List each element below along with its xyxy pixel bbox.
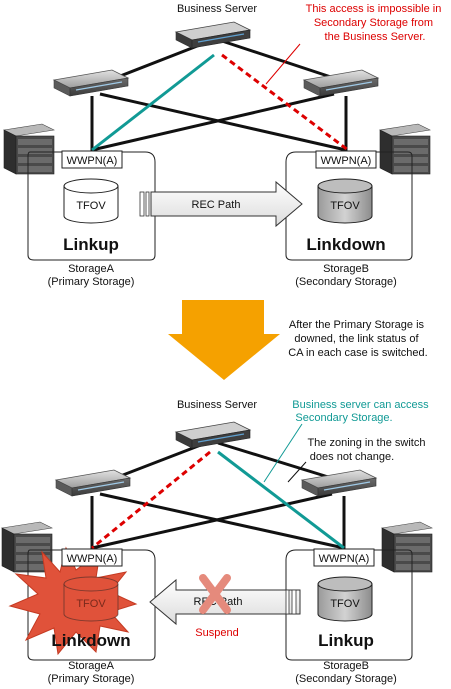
bottom-status-a: Linkdown	[51, 631, 130, 650]
bottom-business-server-icon	[175, 421, 251, 449]
top-note: This access is impossible in Secondary S…	[306, 3, 445, 43]
bottom-storage-b-frame	[285, 549, 413, 661]
top-storage-b-frame	[285, 151, 413, 261]
bottom-storage-b-icon	[381, 521, 433, 573]
top-link-switchright-storageA	[91, 92, 335, 152]
bottom-switch-right-icon	[301, 469, 377, 497]
top-storage-a-icon	[3, 123, 55, 175]
top-tfov-b-label: TFOV	[330, 200, 360, 212]
bottom-wwpn-b-box	[313, 548, 375, 567]
top-wwpn-b-box	[315, 150, 377, 169]
bottom-volume-b-icon	[317, 576, 373, 622]
bottom-zoning-note-line-1: The zoning in the switch	[307, 437, 425, 449]
bottom-link-server-switch-left	[109, 441, 207, 482]
top-connections	[90, 39, 349, 152]
transition-note: After the Primary Storage is downed, the…	[288, 319, 427, 359]
top-wwpn-b-label: WWPN(A)	[321, 155, 372, 167]
top-storage-b-name: StorageB	[323, 263, 369, 275]
suspend-x-icon	[199, 574, 231, 614]
bottom-switch-left-icon	[55, 469, 131, 497]
top-note-line-3: the Business Server.	[325, 31, 426, 43]
bottom-teal-note-line-1: Business server can access	[292, 399, 429, 411]
top-status-a: Linkup	[63, 235, 119, 254]
bottom-storage-a-frame	[27, 549, 156, 661]
top-business-server-icon	[175, 21, 251, 49]
bottom-zoning-note: The zoning in the switch does not change…	[307, 437, 428, 463]
bottom-storage-b-name: StorageB	[323, 660, 369, 672]
bottom-storage-a-name: StorageA	[68, 660, 115, 672]
bottom-link-switchleft-storageB	[99, 492, 345, 550]
top-volume-a-icon	[63, 178, 119, 224]
top-switch-right-icon	[303, 69, 379, 97]
top-storage-b-icon	[379, 123, 431, 175]
top-red-dashed-path	[221, 53, 349, 152]
bottom-link-switchright-storageA	[91, 492, 333, 550]
top-link-switchleft-storageB	[99, 92, 347, 152]
bottom-wwpn-b-label: WWPN(A)	[319, 553, 370, 565]
top-storage-a-frame	[27, 151, 156, 261]
bottom-tfov-a-label: TFOV	[76, 598, 106, 610]
bottom-diagram: Business Server Business server can acce…	[1, 399, 433, 685]
bottom-wwpn-a-box	[61, 548, 123, 567]
top-rec-path-arrow	[139, 180, 303, 228]
top-wwpn-a-box	[61, 150, 123, 169]
top-note-line-1: This access is impossible in	[306, 3, 442, 15]
top-note-line-2: Secondary Storage from	[314, 17, 433, 29]
bottom-teal-note-line-2: Secondary Storage.	[295, 412, 392, 424]
transition-note-line-1: After the Primary Storage is	[289, 319, 425, 331]
top-wwpn-a-label: WWPN(A)	[67, 155, 118, 167]
top-switch-left-icon	[53, 69, 129, 97]
transition: After the Primary Storage is downed, the…	[168, 300, 428, 380]
bottom-zoning-note-leader	[287, 461, 307, 483]
top-tfov-a-label: TFOV	[76, 200, 106, 212]
bottom-tfov-b-label: TFOV	[330, 598, 360, 610]
bottom-teal-path	[217, 450, 345, 550]
top-storage-a-role: (Primary Storage)	[48, 276, 135, 288]
bottom-zoning-note-line-2: does not change.	[310, 451, 394, 463]
top-volume-b-icon	[317, 178, 373, 224]
top-storage-b-role: (Secondary Storage)	[295, 276, 397, 288]
bottom-red-dashed-path	[91, 450, 211, 550]
bottom-wwpn-a-label: WWPN(A)	[67, 553, 118, 565]
bottom-server-label: Business Server	[177, 399, 257, 411]
bottom-volume-a-icon	[63, 576, 119, 622]
top-rec-path-label: REC Path	[192, 199, 241, 211]
bottom-connections	[90, 441, 346, 550]
bottom-storage-a-role: (Primary Storage)	[48, 673, 135, 685]
top-diagram: Business Server This access is impossibl…	[3, 3, 445, 288]
bottom-teal-note-leader	[263, 423, 303, 483]
bottom-status-b: Linkup	[318, 631, 374, 650]
transition-note-line-3: CA in each case is switched.	[288, 347, 427, 359]
transition-down-arrow	[168, 300, 280, 380]
top-status-b: Linkdown	[306, 235, 385, 254]
bottom-suspend-label: Suspend	[195, 627, 238, 639]
top-storage-a-name: StorageA	[68, 263, 115, 275]
transition-note-line-2: downed, the link status of	[294, 333, 419, 345]
bottom-teal-note: Business server can access Secondary Sto…	[292, 399, 431, 424]
top-server-label: Business Server	[177, 3, 257, 15]
top-link-server-switch-right	[221, 39, 341, 82]
top-note-leader	[265, 43, 301, 85]
top-teal-path	[91, 53, 215, 152]
bottom-storage-b-role: (Secondary Storage)	[295, 673, 397, 685]
